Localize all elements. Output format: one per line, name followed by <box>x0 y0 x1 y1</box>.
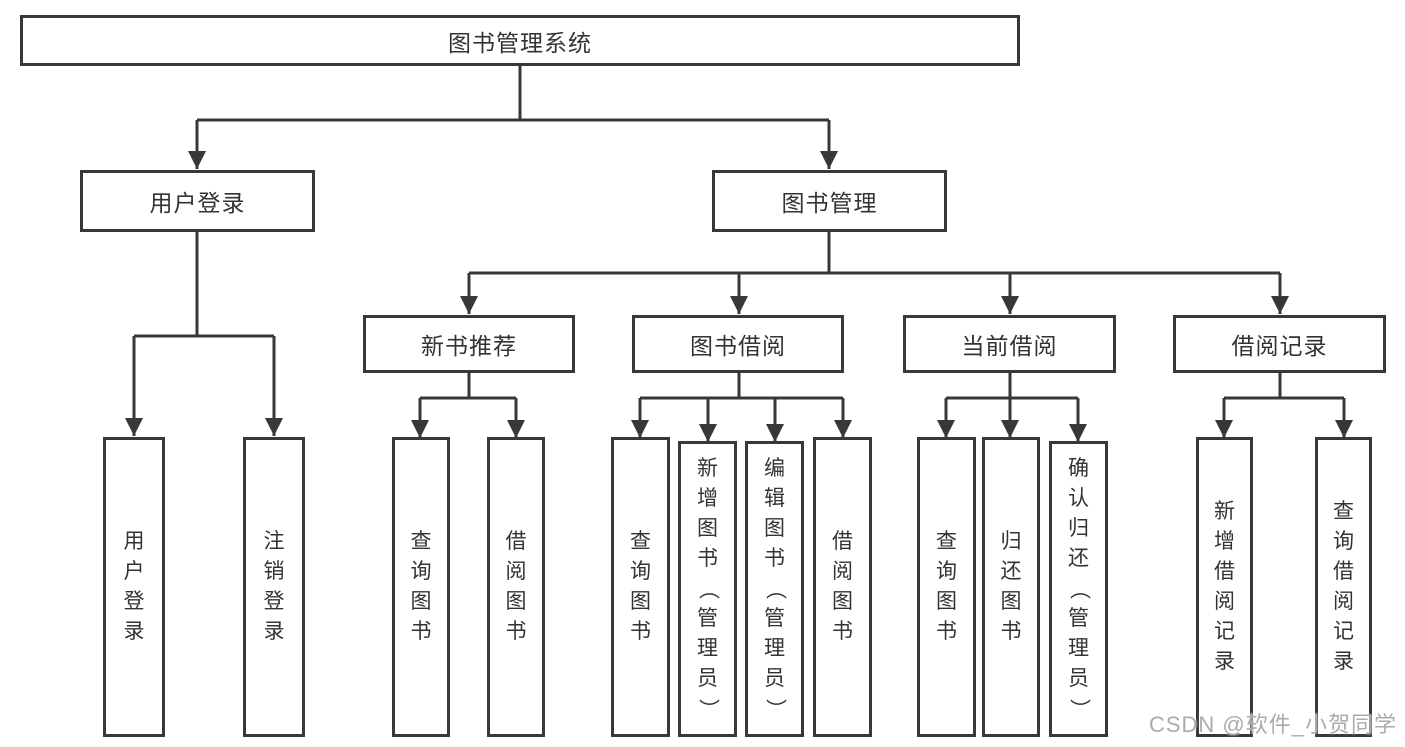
leaf-add-borrow-record: 新增借阅记录 <box>1196 437 1253 737</box>
node-book-borrowing: 图书借阅 <box>632 315 844 373</box>
node-current-borrowing: 当前借阅 <box>903 315 1116 373</box>
leaf-confirm-return-admin: 确认归还（管理员） <box>1049 441 1108 737</box>
node-borrowing-records: 借阅记录 <box>1173 315 1386 373</box>
node-root-system: 图书管理系统 <box>20 15 1020 66</box>
leaf-borrow-books-borrowing: 借阅图书 <box>813 437 872 737</box>
leaf-borrow-books-recommend: 借阅图书 <box>487 437 545 737</box>
leaf-user-login: 用户登录 <box>103 437 165 737</box>
leaf-return-book: 归还图书 <box>982 437 1040 737</box>
leaf-query-borrow-record: 查询借阅记录 <box>1315 437 1372 737</box>
node-new-book-recommend: 新书推荐 <box>363 315 575 373</box>
leaf-edit-book-admin: 编辑图书（管理员） <box>745 441 804 737</box>
leaf-query-books-current: 查询图书 <box>917 437 976 737</box>
node-user-login: 用户登录 <box>80 170 315 232</box>
node-book-management: 图书管理 <box>712 170 947 232</box>
leaf-query-books-recommend: 查询图书 <box>392 437 450 737</box>
leaf-add-book-admin: 新增图书（管理员） <box>678 441 737 737</box>
leaf-logout: 注销登录 <box>243 437 305 737</box>
leaf-query-books-borrowing: 查询图书 <box>611 437 670 737</box>
